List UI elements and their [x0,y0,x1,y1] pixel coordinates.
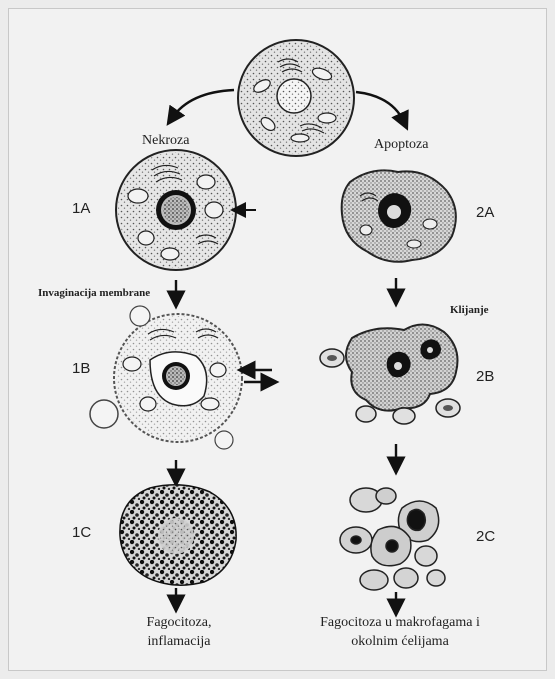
apoptosis-outcome-line1: Fagocitoza u makrofagama i [300,614,500,633]
cell-1b [90,306,242,449]
apoptosis-outcome-line2: okolnim ćelijama [300,633,500,652]
budding-note: Klijanje [450,304,489,316]
necrosis-outcome-line2: inflamacija [104,633,254,652]
arrow-to-apoptosis [356,92,404,122]
stage-1b-label: 1B [72,360,90,377]
necrosis-outcome-line1: Fagocitoza, [104,614,254,633]
necrosis-outcome: Fagocitoza, inflamacija [104,614,254,652]
stage-2b-label: 2B [476,368,494,385]
stage-1a-label: 1A [72,200,90,217]
stage-2a-label: 2A [476,204,494,221]
arrow-to-necrosis [172,90,234,118]
apoptosis-label: Apoptoza [374,137,428,153]
apoptosis-outcome: Fagocitoza u makrofagama i okolnim ćelij… [300,614,500,652]
stage-1c-label: 1C [72,524,91,541]
cell-2a [342,170,456,261]
invagination-note: Invaginacija membrane [38,287,150,299]
cell-1c [120,485,236,585]
cell-2c-fragments [340,488,445,590]
necrosis-label: Nekroza [142,133,189,149]
cell-1a [116,150,236,270]
stage-2c-label: 2C [476,528,495,545]
normal-cell [238,40,354,156]
cell-2b [320,324,460,424]
